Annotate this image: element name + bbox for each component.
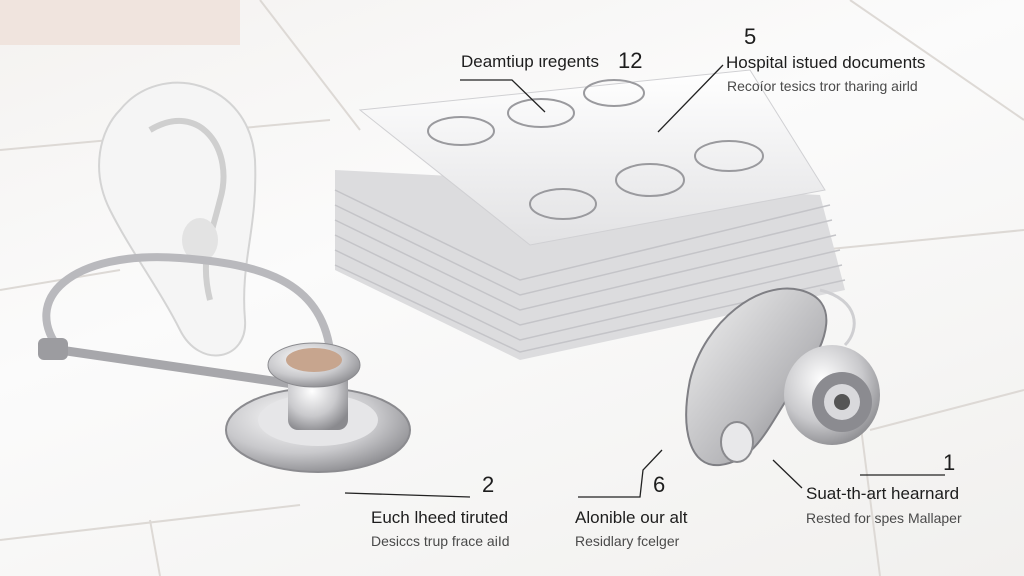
stethoscope bbox=[38, 253, 411, 473]
callout-5-subtitle: Recoíor tesics tror tharing airld bbox=[727, 78, 918, 94]
callout-1-title: Suat-th-art hearnard bbox=[806, 484, 960, 503]
callout-2-number: 2 bbox=[482, 472, 495, 497]
documents-stack bbox=[334, 69, 846, 360]
wallpaper-strip bbox=[0, 0, 240, 45]
hearing-aid bbox=[685, 287, 880, 467]
callout-1-number: 1 bbox=[943, 450, 956, 475]
callout-6-title: Alonible our alt bbox=[575, 508, 688, 527]
callout-6-number: 6 bbox=[653, 472, 666, 497]
ear-model bbox=[98, 81, 257, 357]
callout-12-number: 12 bbox=[618, 48, 643, 73]
callout-12-title: Deamtiup ιregents bbox=[461, 52, 599, 71]
callout-2-title: Euch lheed tiruted bbox=[371, 508, 509, 527]
callout-6-subtitle: Residlary fcelger bbox=[575, 533, 680, 549]
callout-1-subtitle: Rested for spes Mallaper bbox=[806, 510, 962, 526]
callout-2-subtitle: Desiccs trup frace aiId bbox=[371, 533, 510, 549]
callout-5-title: Hospital istued documents bbox=[726, 53, 926, 72]
callout-leaders bbox=[344, 64, 945, 498]
callout-5-number: 5 bbox=[744, 24, 757, 49]
